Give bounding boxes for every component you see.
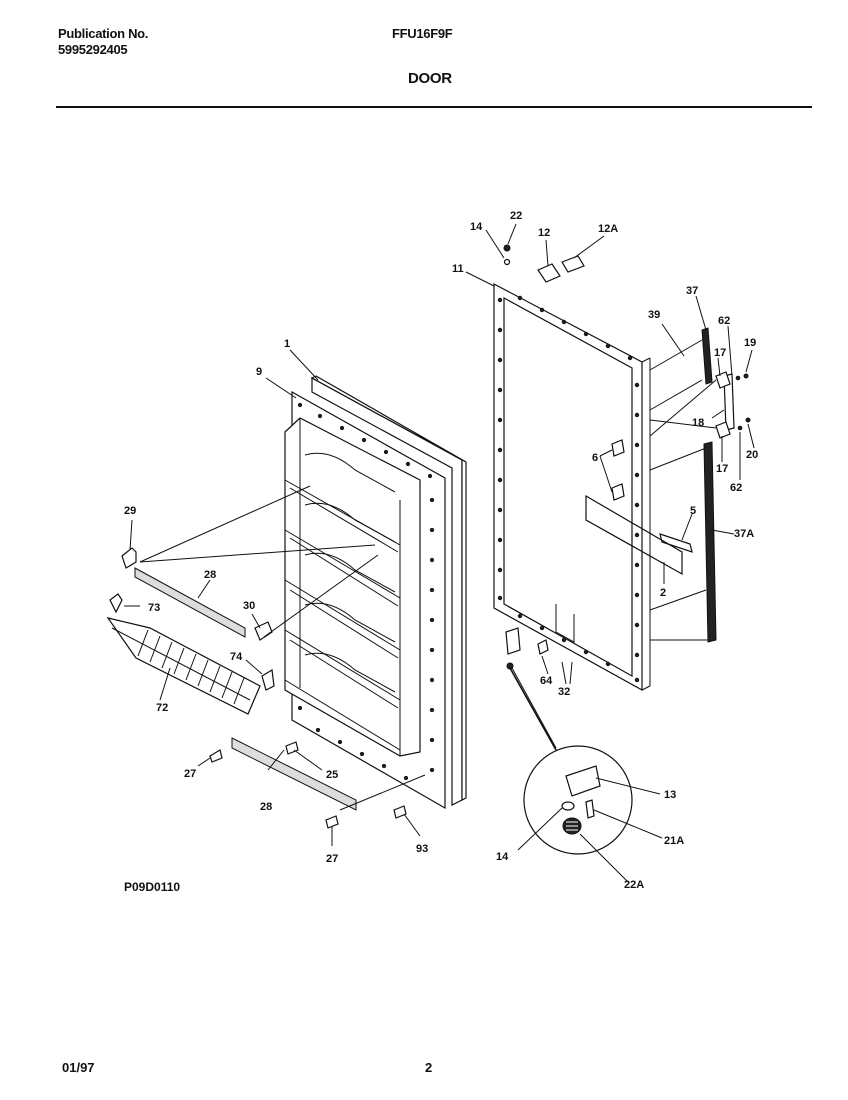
callout-20: 20 [746,449,758,461]
callout-18: 18 [692,417,704,429]
part-64 [537,639,549,655]
basket-72 [106,617,261,715]
callout-73: 73 [148,602,160,614]
latch-part-5 [659,533,693,553]
leader-lines-right [465,223,755,883]
callout-30: 30 [243,600,255,612]
screw-19 [743,373,749,379]
zoom-leader [509,667,557,751]
callout-29: 29 [124,505,136,517]
gasket-37A [703,441,717,643]
publication-number: 5995292405 [58,42,128,57]
screw-62-bottom [737,425,743,431]
callout-39: 39 [648,309,660,321]
callout-37A: 37A [734,528,754,540]
latch-6-top [611,439,625,457]
callout-72: 72 [156,702,168,714]
shelf-rail-upper [134,567,246,638]
screw-62-top [735,375,741,381]
callout-13: 13 [664,789,676,801]
screws-left [209,741,407,829]
callout-12A: 12A [598,223,618,235]
footer-date: 01/97 [62,1060,95,1075]
model-number: FFU16F9F [392,26,453,41]
callout-74: 74 [230,651,243,663]
shelf-rail-lower [231,737,357,811]
latch-6-bottom [611,483,625,501]
callout-37: 37 [686,285,698,297]
clip-29 [121,547,137,569]
washer-14 [503,258,511,266]
callout-64: 64 [540,675,553,687]
handle-18 [723,373,735,431]
part-12 [537,263,561,283]
callout-22A: 22A [624,879,644,891]
callout-28-upper: 28 [204,569,216,581]
part-12A [561,255,585,273]
callout-32: 32 [558,686,570,698]
callout-21A: 21A [664,835,684,847]
figure-code: P09D0110 [124,880,181,894]
callout-93: 93 [416,843,428,855]
callout-27-left: 27 [184,768,196,780]
callout-62-top: 62 [718,315,730,327]
screw-20 [745,417,751,423]
callout-14-bottom: 14 [496,851,509,863]
callout-62-bottom: 62 [730,482,742,494]
callout-19: 19 [744,337,756,349]
zoom-detail [523,745,633,855]
callout-28-lower: 28 [260,801,272,813]
callout-14-top: 14 [470,221,483,233]
outer-door [493,283,651,692]
latch-plate [585,494,683,576]
callout-labels: 1 9 29 28 73 30 74 72 27 25 28 27 93 14 … [124,210,758,891]
callout-6: 6 [592,452,598,464]
publication-label: Publication No. [58,26,149,41]
callout-22: 22 [510,210,522,222]
callout-27-bottom: 27 [326,853,338,865]
callout-17-bottom: 17 [716,463,728,475]
callout-12: 12 [538,227,550,239]
assembly-lines-right [511,339,717,749]
callout-17-top: 17 [714,347,726,359]
callout-25: 25 [326,769,338,781]
clip-74 [261,669,275,691]
gasket-37 [701,327,713,385]
section-title: DOOR [408,70,452,87]
callout-2: 2 [660,587,666,599]
callout-11: 11 [452,263,464,275]
leader-lines-left [124,349,426,846]
door-liner-assembly [284,375,467,810]
callout-1: 1 [284,338,290,350]
screw-22 [503,244,511,252]
page-number: 2 [425,1060,433,1075]
bottom-hinge-bracket [505,627,521,655]
header-rule [56,106,812,108]
callout-9: 9 [256,366,262,378]
clip-73 [109,593,123,614]
callout-5: 5 [690,505,696,517]
bracket-17-bottom [715,421,731,439]
